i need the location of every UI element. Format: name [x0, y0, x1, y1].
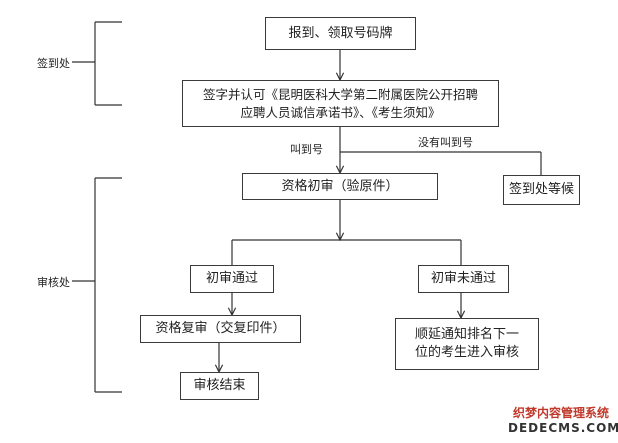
node-next-candidate-line1: 顺延通知排名下一: [414, 327, 519, 342]
node-initial-pass-text: 初审通过: [205, 271, 258, 286]
node-next-candidate: 顺延通知排名下一 位的考生进入审核: [395, 318, 539, 370]
node-sign-commitment-line1: 签字并认可《昆明医科大学第二附属医院公开招聘: [202, 86, 478, 102]
node-second-review-text: 资格复审（交复印件）: [155, 321, 286, 336]
node-initial-review: 资格初审（验原件）: [242, 173, 438, 200]
node-register-text: 报到、领取号码牌: [288, 25, 393, 41]
node-initial-fail-text: 初审未通过: [430, 271, 496, 286]
node-wait-at-checkin: 签到处等候: [503, 175, 580, 205]
node-second-review: 资格复审（交复印件）: [140, 315, 301, 343]
node-sign-commitment: 签字并认可《昆明医科大学第二附属医院公开招聘 应聘人员诚信承诺书》、《考生须知》: [182, 80, 499, 127]
edge-label-not-called: 没有叫到号: [418, 136, 473, 149]
watermark-cn: 织梦内容管理系统: [512, 406, 609, 420]
node-review-end: 审核结束: [180, 372, 259, 400]
node-sign-commitment-line2: 应聘人员诚信承诺书》、《考生须知》: [240, 104, 441, 120]
node-initial-pass: 初审通过: [190, 265, 274, 293]
edge-label-called: 叫到号: [290, 143, 323, 156]
node-wait-at-checkin-text: 签到处等候: [508, 182, 574, 197]
watermark-logo: 织梦内容管理系统 DEDECMS.COM: [508, 406, 618, 436]
node-next-candidate-line2: 位的考生进入审核: [414, 345, 519, 360]
section-label-checkin: 签到处: [37, 57, 70, 70]
node-initial-fail: 初审未通过: [418, 265, 509, 293]
node-register: 报到、领取号码牌: [265, 17, 416, 50]
section-label-review: 审核处: [37, 276, 70, 289]
watermark-en: DEDECMS.COM: [508, 421, 618, 435]
node-review-end-text: 审核结束: [193, 378, 246, 393]
node-initial-review-text: 资格初审（验原件）: [281, 178, 399, 194]
